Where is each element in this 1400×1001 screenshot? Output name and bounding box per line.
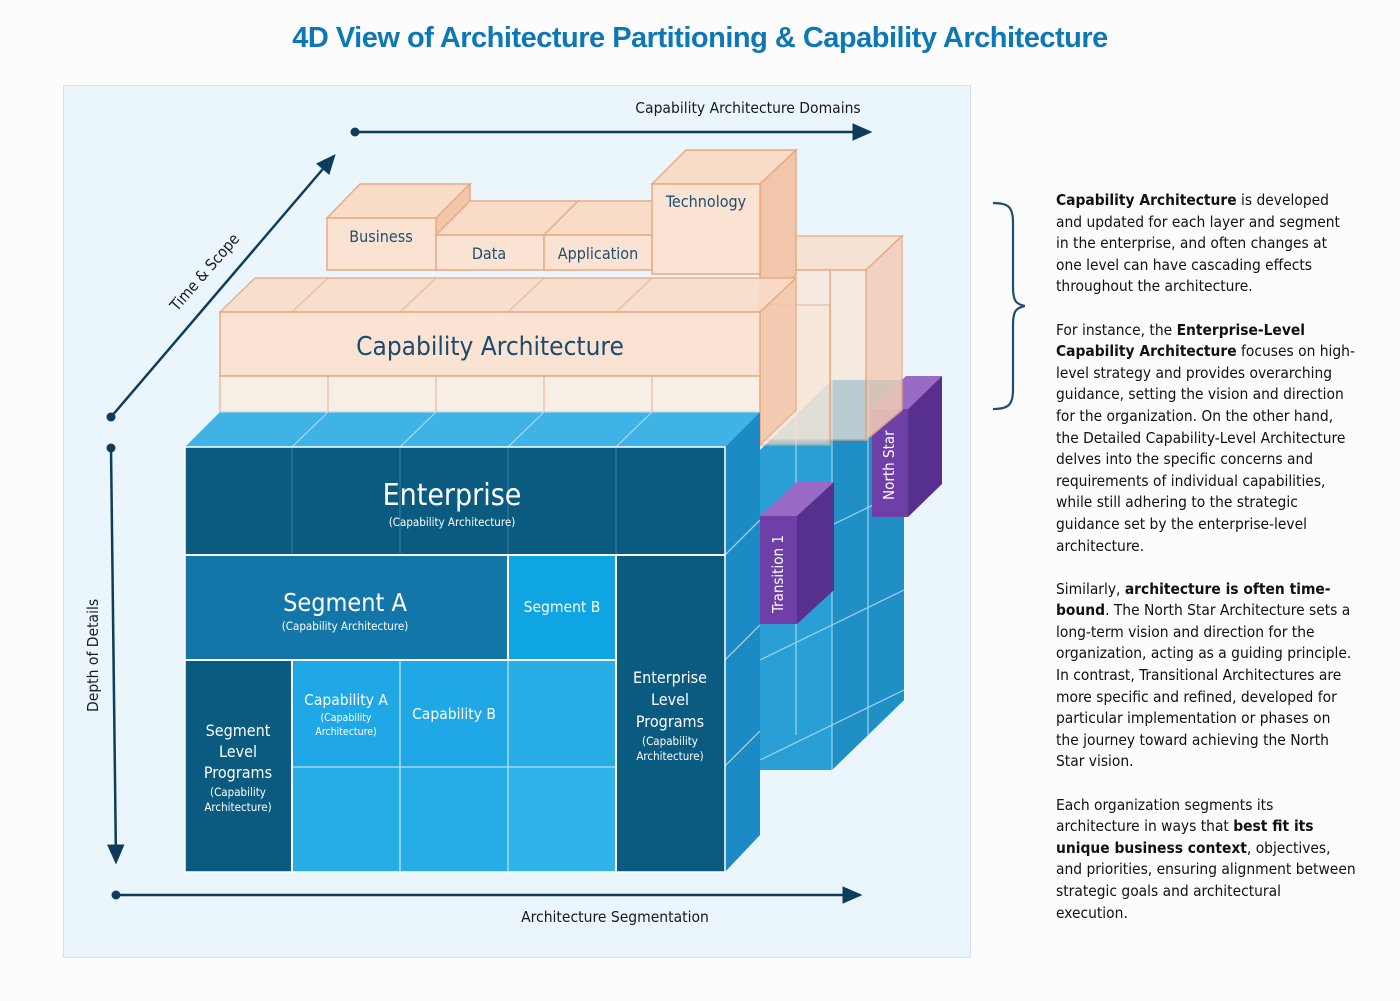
domain-technology-box [650, 148, 798, 307]
segment-a-title: Segment A [283, 588, 407, 617]
p2-start: For instance, the [1056, 320, 1177, 339]
enterprise-level-line1: Enterprise [633, 668, 707, 687]
capability-a-sub1: (Capability [320, 712, 371, 724]
segment-level-sub2: Architecture) [204, 800, 271, 814]
p2-bold: Enterprise-Level Capability Architecture [1056, 320, 1305, 361]
enterprise-subtitle: (Capability Architecture) [389, 515, 516, 529]
p1-bold: Capability Architecture [1056, 191, 1237, 209]
bottom-axis-label: Architecture Segmentation [521, 908, 709, 926]
domain-business-box [325, 182, 472, 271]
paragraph-3: Similarly, architecture is often time-bo… [1056, 579, 1356, 773]
segment-a-subtitle: (Capability Architecture) [282, 619, 409, 633]
capability-a-title: Capability A [304, 691, 388, 709]
enterprise-level-line3: Programs [636, 712, 704, 731]
p3-start: Similarly, [1056, 579, 1125, 598]
segment-level-line1: Segment [206, 721, 271, 740]
curly-brace [992, 201, 1025, 411]
capability-architecture-label: Capability Architecture [356, 332, 624, 362]
p3-bold: architecture is often time-bound [1056, 579, 1331, 620]
domain-application-label: Application [558, 244, 638, 263]
capability-b-label: Capability B [412, 705, 496, 723]
capability-a-sub2: Architecture) [315, 726, 376, 738]
explanation-text: Capability Architecture is developed and… [1056, 190, 1356, 946]
enterprise-level-programs-block: Enterprise Level Programs (Capability Ar… [617, 556, 725, 872]
top-axis-label: Capability Architecture Domains [635, 99, 860, 117]
domain-technology-label: Technology [665, 192, 747, 211]
p3-rest: . The North Star Architecture sets a lon… [1056, 601, 1352, 771]
segment-b-label: Segment B [524, 598, 601, 616]
depth-axis-arrow [107, 447, 125, 865]
domain-data-label: Data [472, 244, 506, 263]
p4-start: Each organization segments its architect… [1056, 795, 1274, 836]
front-face-dividers [184, 446, 726, 873]
north-star-label: North Star [880, 430, 898, 500]
segment-b-block: Segment B [509, 556, 615, 659]
enterprise-title: Enterprise [383, 478, 522, 513]
transition-1-block: Transition 1 [760, 482, 834, 624]
enterprise-level-sub1: (Capability [642, 734, 698, 748]
transition-1-label: Transition 1 [769, 535, 787, 614]
paragraph-1: Capability Architecture is developed and… [1056, 190, 1356, 298]
paragraph-4: Each organization segments its architect… [1056, 795, 1356, 925]
paragraph-2: For instance, the Enterprise-Level Capab… [1056, 320, 1356, 558]
depth-axis-label: Depth of Details [84, 599, 102, 712]
enterprise-block: Enterprise (Capability Architecture) [185, 447, 725, 554]
domain-business-label: Business [349, 227, 412, 246]
segment-level-line3: Programs [204, 763, 272, 782]
p2-rest: focuses on high-level strategy and provi… [1056, 342, 1355, 555]
axis-dots [106, 127, 360, 900]
axis-arrows [107, 123, 873, 904]
segment-level-sub1: (Capability [210, 785, 266, 799]
enterprise-level-sub2: Architecture) [636, 749, 703, 763]
p4-bold: best fit its unique business context [1056, 817, 1314, 857]
p1-rest: is developed and updated for each layer … [1056, 191, 1340, 296]
domain-application-box [542, 200, 688, 271]
capability-grid: Capability A (Capability Architecture) C… [293, 556, 615, 872]
enterprise-level-line2: Level [651, 690, 689, 709]
time-scope-axis-arrow [110, 154, 336, 418]
segment-level-line2: Level [219, 742, 257, 761]
segment-a-block: Segment A (Capability Architecture) [185, 556, 507, 659]
segment-level-programs-block: Segment Level Programs (Capability Archi… [185, 661, 291, 872]
page-title: 4D View of Architecture Partitioning & C… [292, 22, 1108, 54]
p4-rest: , objectives, and priorities, ensuring a… [1056, 838, 1356, 922]
